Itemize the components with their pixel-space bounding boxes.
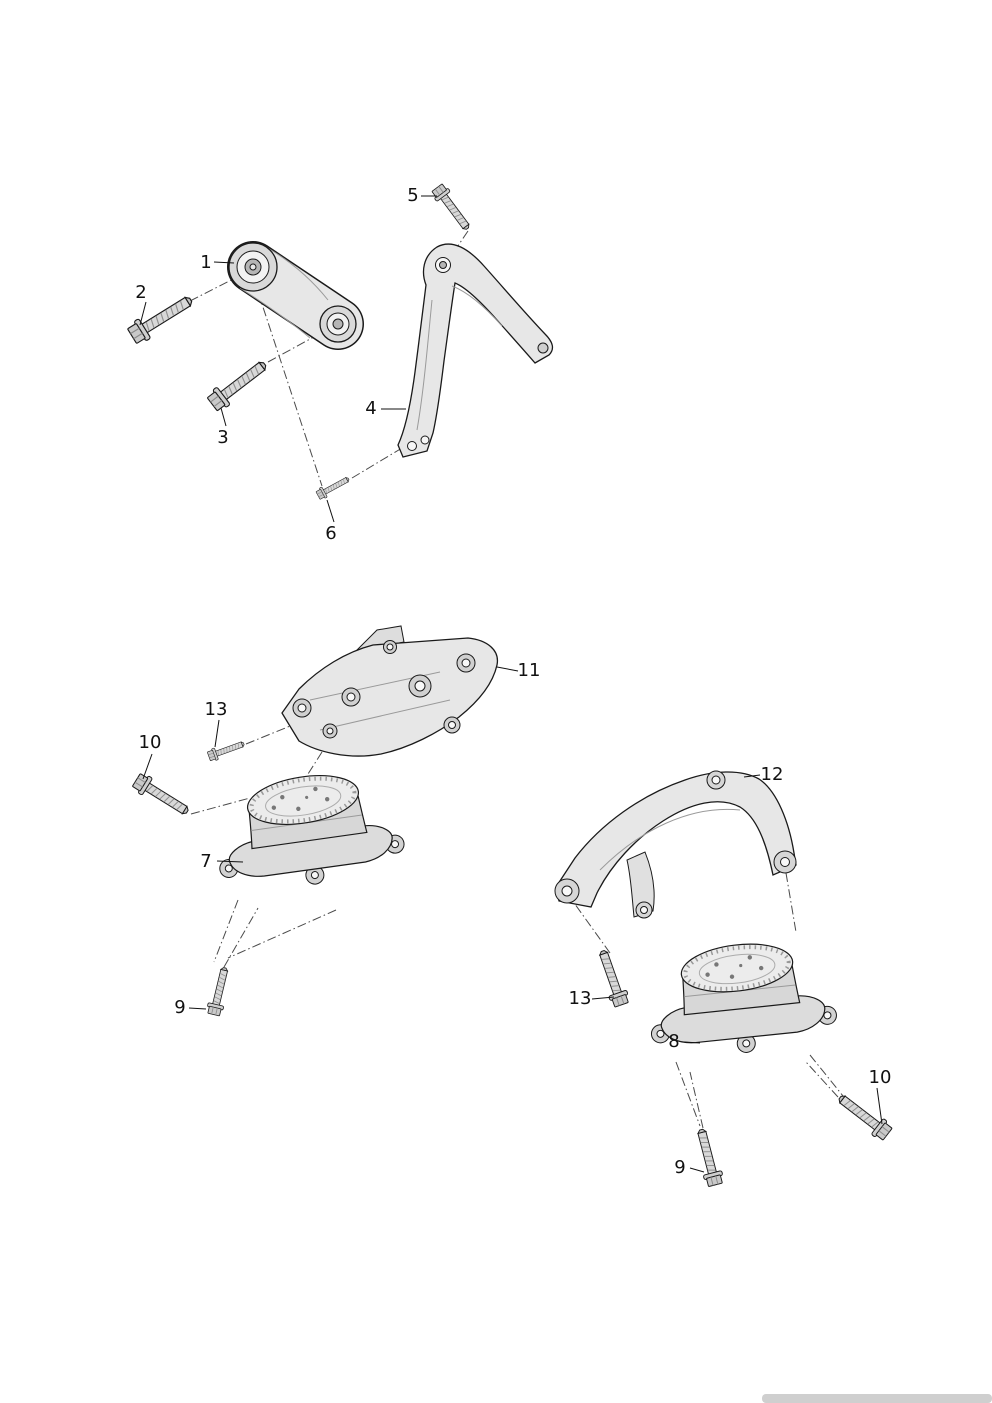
callout-2: 2	[135, 282, 146, 303]
callout-leader-ticks	[139, 195, 883, 1173]
part-4-support-bracket	[397, 243, 554, 458]
bolt-9-screw-right	[691, 1126, 726, 1188]
bolt-13-screw-left	[206, 737, 247, 763]
part-12-engine-mount-bracket	[554, 770, 797, 919]
part-11-engine-support-bracket	[281, 625, 499, 757]
part-1-torque-support-arm	[227, 241, 364, 350]
footer-bar	[762, 1394, 992, 1403]
bolt-6-screw	[314, 473, 352, 501]
bolt-10-screw-left	[130, 770, 194, 821]
callout-10-left: 10	[139, 732, 162, 753]
callout-4: 4	[365, 398, 376, 419]
callout-5: 5	[407, 185, 418, 206]
callout-12: 12	[761, 764, 784, 785]
bolt-3-screw	[205, 354, 272, 414]
callout-9-left: 9	[174, 997, 185, 1018]
callout-3: 3	[217, 427, 228, 448]
callout-13-right: 13	[569, 988, 592, 1009]
callout-10-right: 10	[869, 1067, 892, 1088]
bolt-13-screw-right	[593, 947, 632, 1009]
callout-6: 6	[325, 523, 336, 544]
callout-1: 1	[200, 252, 211, 273]
callout-7: 7	[200, 851, 211, 872]
callout-8: 8	[668, 1031, 679, 1052]
bolt-5-screw	[429, 182, 475, 235]
callout-13-left: 13	[205, 699, 228, 720]
callout-9-right: 9	[674, 1157, 685, 1178]
bolt-10-screw-right	[833, 1089, 895, 1143]
part-7-engine-mount-left	[205, 760, 411, 901]
alignment-lines	[189, 230, 844, 1129]
bolt-9-screw-left	[205, 965, 233, 1017]
callout-11: 11	[518, 660, 541, 681]
